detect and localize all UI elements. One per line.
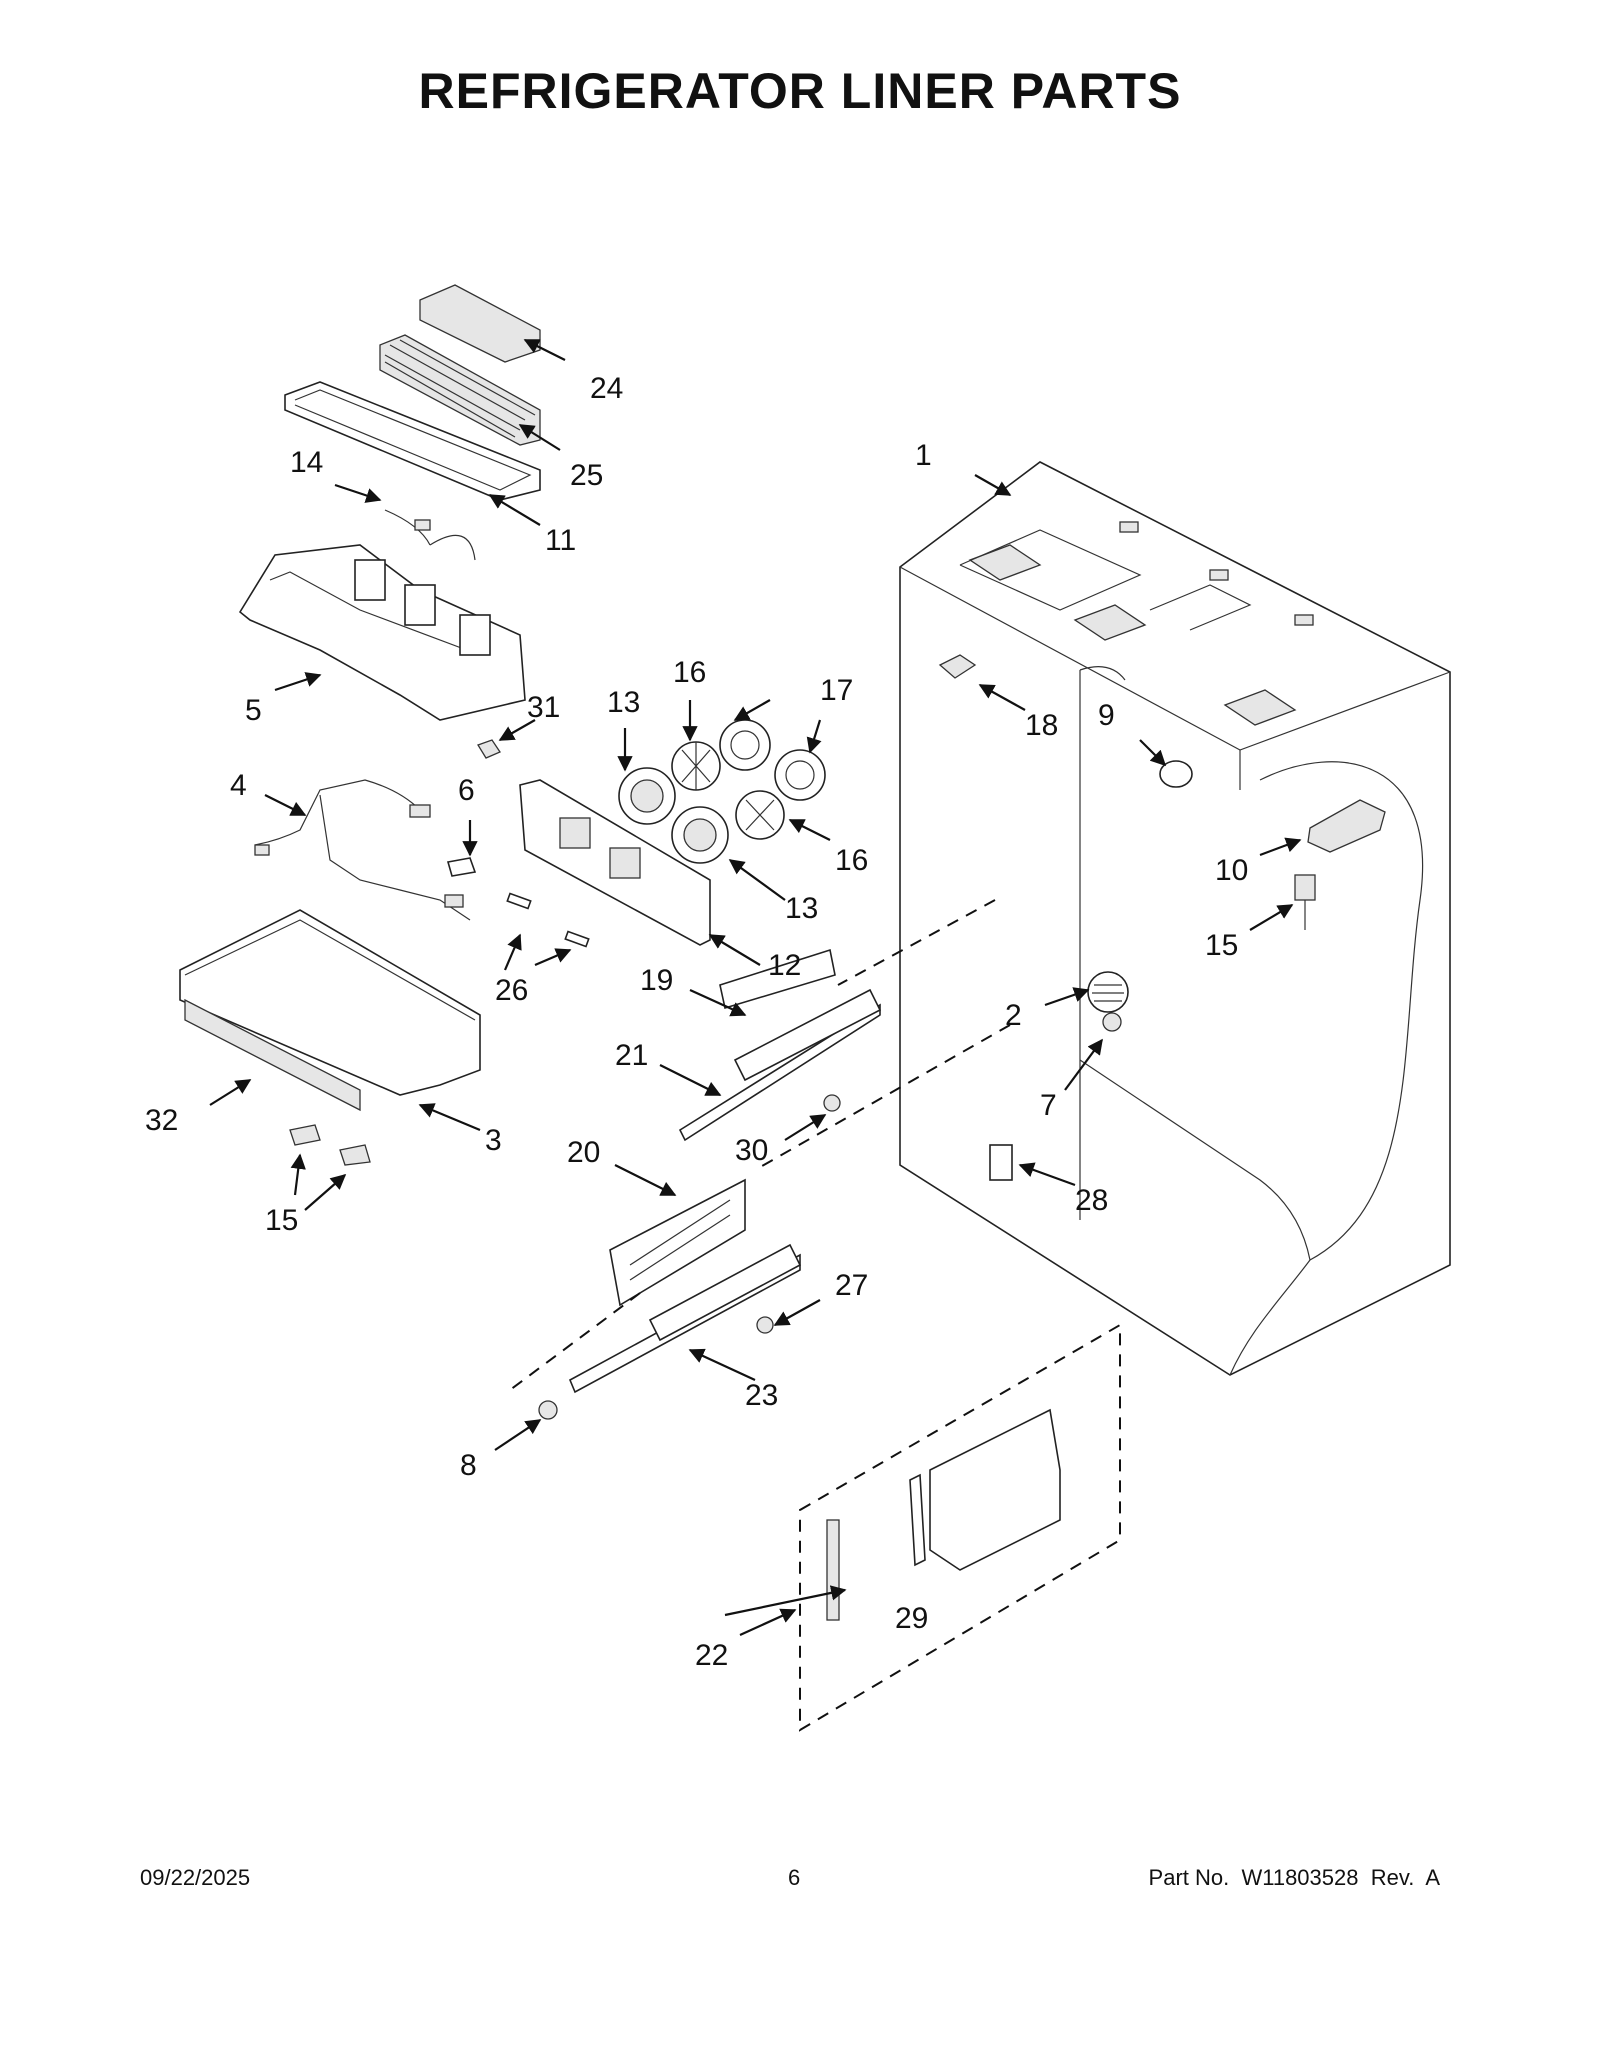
fan-shroud-lower — [671, 806, 729, 864]
screw-27 — [756, 1316, 774, 1334]
wire-harness — [254, 779, 471, 921]
rear-duct-cover — [519, 779, 711, 946]
upper-slide-bracket — [719, 948, 836, 1010]
damper-assembly — [1307, 799, 1386, 853]
callout-5: 5 — [245, 694, 262, 727]
callout-23: 23 — [745, 1379, 778, 1412]
air-duct-housing — [238, 544, 526, 721]
fan-upper — [671, 741, 721, 791]
thermistor-sensor — [1294, 874, 1316, 930]
footer-page-number: 6 — [788, 1865, 801, 1890]
callout-2: 2 — [1005, 999, 1022, 1032]
foam-strips — [506, 892, 590, 948]
screw-30 — [823, 1094, 841, 1112]
page-title: REFRIGERATOR LINER PARTS — [418, 63, 1182, 119]
drain-pan — [284, 381, 541, 501]
callout-labels: 1 2 3 4 5 6 7 8 9 10 11 12 13 13 14 15 1… — [145, 372, 1248, 1672]
callout-4: 4 — [230, 769, 247, 802]
callout-13a: 13 — [607, 686, 640, 719]
lower-slide-bracket — [609, 1178, 746, 1307]
callout-31: 31 — [527, 691, 560, 724]
callout-25: 25 — [570, 459, 603, 492]
fan-housing-17a — [719, 719, 771, 771]
evaporator-cover — [419, 284, 541, 363]
callout-1: 1 — [915, 439, 932, 472]
callout-17: 17 — [820, 674, 853, 707]
phantom-line-3 — [509, 1292, 641, 1391]
fan-shroud-upper — [618, 767, 676, 825]
phantom-line-2 — [754, 1024, 1011, 1171]
phantom-line-1 — [837, 899, 996, 986]
fan-lower — [735, 790, 785, 840]
callout-24: 24 — [590, 372, 623, 405]
evaporator-coil — [379, 334, 541, 446]
callout-9: 9 — [1098, 699, 1115, 732]
callout-6: 6 — [458, 774, 475, 807]
fan-housing-17b — [774, 749, 826, 801]
crisper-front-cover — [184, 998, 361, 1112]
callout-16a: 16 — [673, 656, 706, 689]
leader-arrows — [209, 339, 1302, 1637]
heater-wire — [384, 509, 476, 561]
sensor-lower-b — [339, 1144, 371, 1166]
callout-26: 26 — [495, 974, 528, 1007]
callout-32: 32 — [145, 1104, 178, 1137]
footer-date: 09/22/2025 — [140, 1865, 251, 1890]
callout-30: 30 — [735, 1134, 768, 1167]
callout-7: 7 — [1040, 1089, 1057, 1122]
screw-7 — [1102, 1012, 1122, 1032]
air-vent-grille — [1087, 971, 1129, 1013]
callout-3: 3 — [485, 1124, 502, 1157]
callout-15b: 15 — [265, 1204, 298, 1237]
light-socket — [1159, 760, 1193, 788]
callout-22: 22 — [695, 1639, 728, 1672]
callout-14: 14 — [290, 446, 323, 479]
upper-rail — [678, 988, 882, 1142]
drawer-assembly — [909, 1408, 1061, 1571]
sensor-lower-a — [289, 1124, 321, 1146]
footer-part-number: Part No. W11803528 Rev. A — [1148, 1865, 1440, 1890]
callout-19: 19 — [640, 964, 673, 997]
lower-rail — [568, 1243, 802, 1394]
callout-10: 10 — [1215, 854, 1248, 887]
vent-filter — [938, 654, 977, 679]
callout-29: 29 — [895, 1602, 928, 1635]
water-filter-cap — [989, 1144, 1013, 1181]
callout-18: 18 — [1025, 709, 1058, 742]
crisper-drawer — [179, 909, 481, 1096]
callout-8: 8 — [460, 1449, 477, 1482]
small-clip — [477, 739, 501, 759]
callout-11: 11 — [545, 524, 576, 557]
gasket — [446, 857, 477, 877]
divider-rail — [826, 1519, 840, 1621]
callout-21: 21 — [615, 1039, 648, 1072]
callout-15a: 15 — [1205, 929, 1238, 962]
callout-16b: 16 — [835, 844, 868, 877]
callout-28: 28 — [1075, 1184, 1108, 1217]
callout-27: 27 — [835, 1269, 868, 1302]
liner-cabinet — [899, 461, 1451, 1376]
callout-13b: 13 — [785, 892, 818, 925]
callout-20: 20 — [567, 1136, 600, 1169]
callout-12: 12 — [768, 949, 801, 982]
screw-8 — [538, 1400, 558, 1420]
drawer-phantom-box — [799, 1323, 1121, 1732]
